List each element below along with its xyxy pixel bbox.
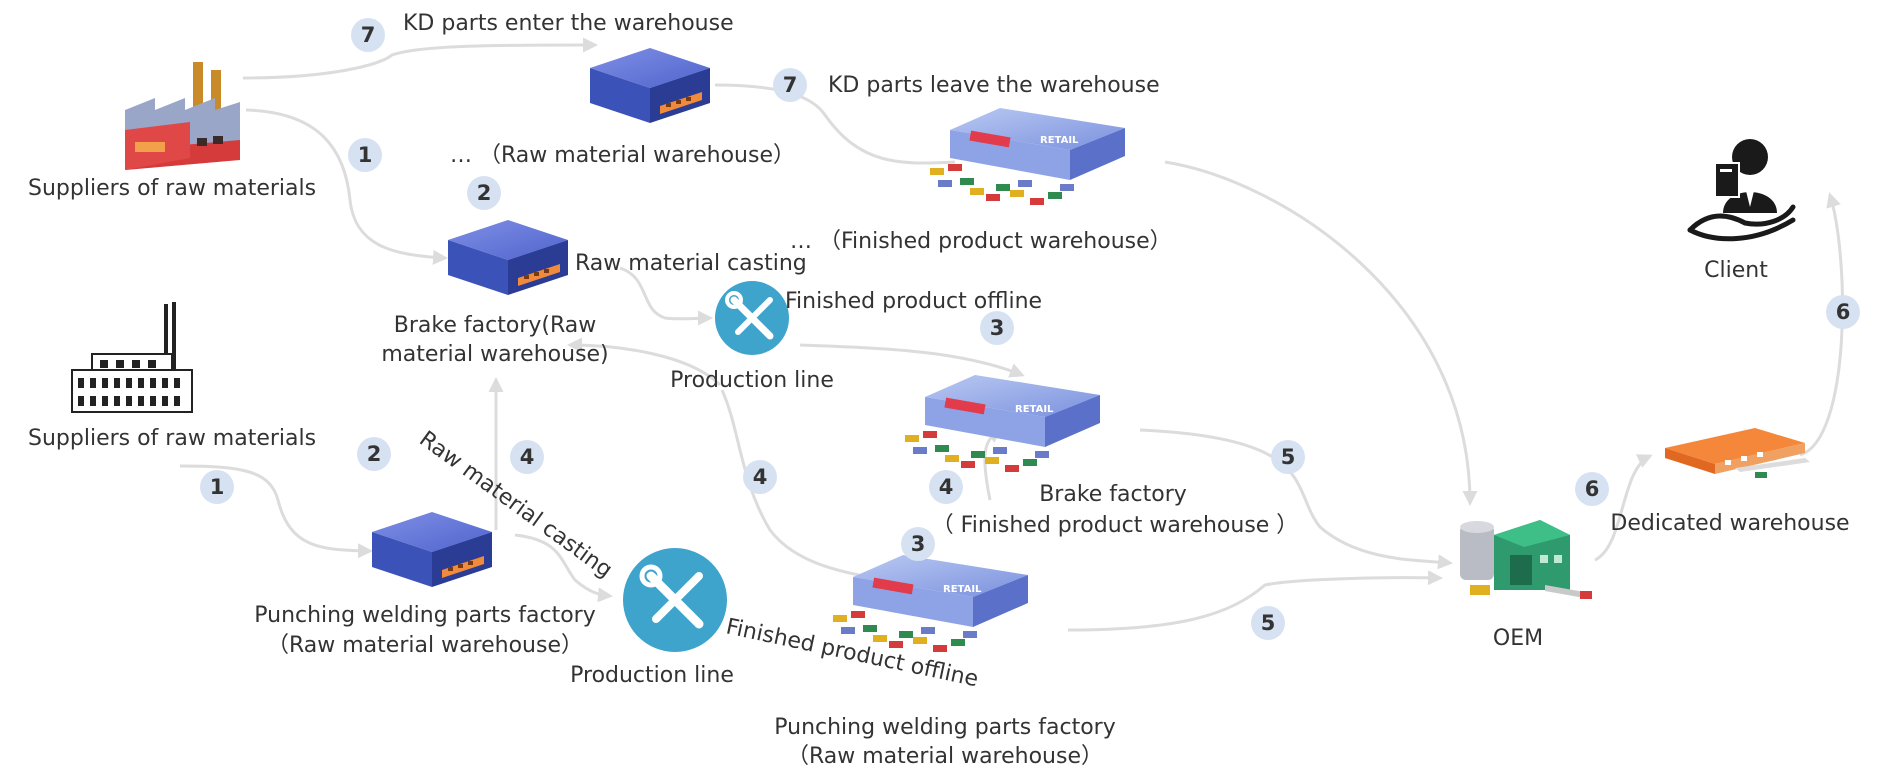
retail-warehouse-icon: RETAIL: [833, 555, 1028, 652]
step-badges: 7 7 1 2 3 2 1 4 4 4 3 5 5 6 6: [200, 18, 1860, 640]
svg-text:6: 6: [1836, 300, 1851, 324]
svg-text:2: 2: [367, 442, 382, 466]
step-badge: 4: [929, 470, 963, 504]
old-factory-icon: [71, 302, 193, 413]
svg-text:3: 3: [911, 532, 926, 556]
step-badge: 7: [773, 68, 807, 102]
svg-text:1: 1: [210, 475, 225, 499]
labels: Suppliers of raw materials Suppliers of …: [28, 11, 1850, 769]
label-finished-warehouse-top: … （Finished product warehouse）: [790, 229, 1172, 254]
client-hand-icon: [1687, 139, 1796, 242]
warehouse-icon: [448, 220, 568, 295]
label-punch-raw-2: （Raw material warehouse）: [267, 633, 583, 658]
svg-text:7: 7: [361, 23, 376, 47]
retail-warehouse-icon: RETAIL: [905, 375, 1100, 472]
label-dedicated-warehouse: Dedicated warehouse: [1610, 511, 1849, 536]
retail-warehouse-icon: RETAIL: [930, 108, 1125, 205]
label-punch-bottom-2: （Raw material warehouse）: [787, 744, 1103, 769]
factory-icon: [125, 62, 240, 170]
label-brake-factory-raw: Brake factory(Raw: [394, 313, 596, 338]
svg-text:1: 1: [358, 143, 373, 167]
label-supplier-top: Suppliers of raw materials: [28, 176, 316, 201]
svg-text:RETAIL: RETAIL: [1040, 135, 1079, 146]
label-finished-offline-bottom: Finished product offline: [724, 614, 981, 692]
svg-text:7: 7: [783, 73, 798, 97]
label-kd-leave: KD parts leave the warehouse: [828, 73, 1160, 98]
step-badge: 4: [743, 460, 777, 494]
step-badge: 3: [901, 527, 935, 561]
label-production-line-top: Production line: [670, 368, 834, 393]
svg-text:2: 2: [477, 181, 492, 205]
label-punch-raw: Punching welding parts factory: [254, 603, 595, 628]
label-client: Client: [1704, 258, 1768, 283]
svg-text:5: 5: [1261, 611, 1276, 635]
svg-text:6: 6: [1585, 477, 1600, 501]
label-brake-finished-2: （ Finished product warehouse ）: [932, 513, 1299, 538]
step-badge: 1: [348, 138, 382, 172]
warehouse-icon: [590, 48, 710, 123]
svg-text:RETAIL: RETAIL: [943, 584, 982, 595]
label-production-line-bottom: Production line: [570, 663, 734, 688]
step-badge: 6: [1826, 295, 1860, 329]
step-badge: 1: [200, 470, 234, 504]
label-supplier-bottom: Suppliers of raw materials: [28, 426, 316, 451]
svg-text:3: 3: [990, 316, 1005, 340]
svg-text:5: 5: [1281, 445, 1296, 469]
label-punch-bottom: Punching welding parts factory: [774, 715, 1115, 740]
svg-text:4: 4: [939, 475, 954, 499]
label-kd-enter: KD parts enter the warehouse: [403, 11, 734, 36]
label-oem: OEM: [1493, 626, 1543, 651]
step-badge: 5: [1251, 606, 1285, 640]
step-badge: 3: [980, 311, 1014, 345]
step-badge: 7: [351, 18, 385, 52]
label-brake-finished: Brake factory: [1039, 482, 1187, 507]
wrench-screwdriver-icon: [623, 548, 727, 652]
wrench-screwdriver-icon: [715, 281, 789, 355]
label-raw-casting-top: Raw material casting: [575, 251, 807, 276]
step-badge: 6: [1575, 472, 1609, 506]
label-raw-warehouse-top: … （Raw material warehouse）: [450, 143, 795, 168]
step-badge: 2: [467, 176, 501, 210]
warehouse-icon: [372, 512, 492, 587]
oem-plant-icon: [1460, 520, 1592, 599]
label-brake-factory-raw-2: material warehouse): [381, 342, 608, 367]
svg-text:RETAIL: RETAIL: [1015, 404, 1054, 415]
orange-warehouse-icon: [1665, 428, 1810, 478]
step-badge: 5: [1271, 440, 1305, 474]
label-finished-offline-top: Finished product offline: [785, 289, 1042, 314]
svg-text:4: 4: [753, 465, 768, 489]
step-badge: 4: [510, 440, 544, 474]
svg-text:4: 4: [520, 445, 535, 469]
step-badge: 2: [357, 437, 391, 471]
